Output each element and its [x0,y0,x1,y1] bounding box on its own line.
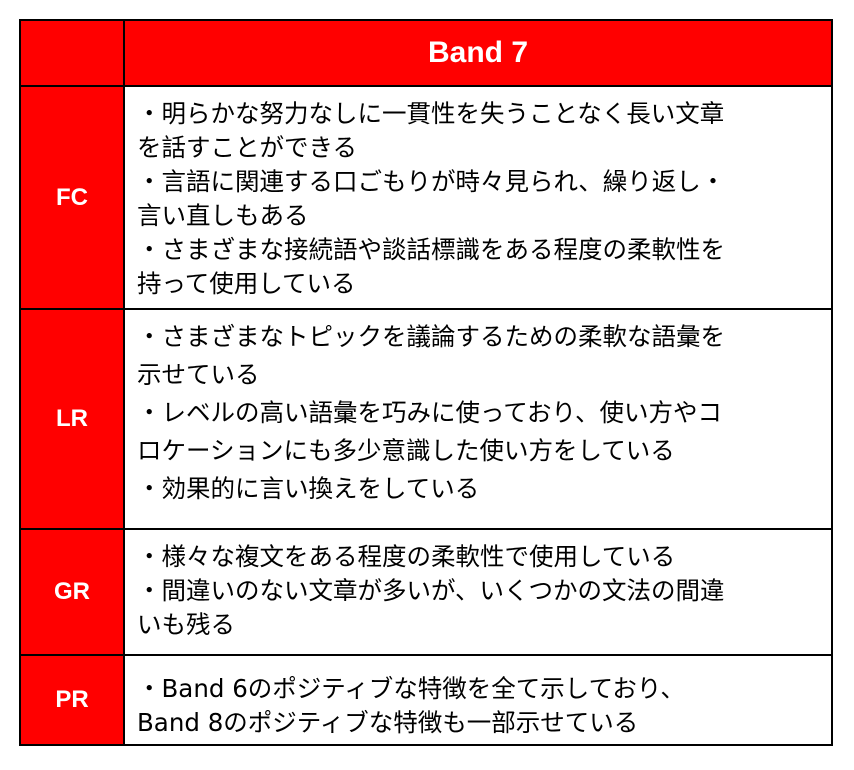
band-descriptor-table: Band 7 FC ・明らかな努力なしに一貫性を失うことなく長い文章 を話すこと… [19,19,833,746]
band-title: Band 7 [125,21,831,87]
text-line: ・レベルの高い語彙を巧みに使っており、使い方やコ [137,398,723,427]
criterion-text-pr: ・Band 6のポジティブな特徴を全て示しており、 Band 8のポジティブな特… [125,656,831,744]
text-line: ・明らかな努力なしに一貫性を失うことなく長い文章 [137,99,725,128]
text-line: Band 8のポジティブな特徴も一部示せている [137,708,639,737]
text-line: を話すことができる [137,133,358,162]
corner-cell [21,21,125,87]
text-line: 示せている [137,360,260,389]
text-line: 持って使用している [137,269,356,298]
text-line: ・Band 6のポジティブな特徴を全て示しており、 [137,674,685,703]
text-line: ・様々な複文をある程度の柔軟性で使用している [137,542,676,571]
text-line: ・さまざまな接続語や談話標識をある程度の柔軟性を [137,235,725,264]
text-line: 言い直しもある [137,201,309,230]
text-line: いも残る [137,610,235,639]
criterion-text-gr: ・様々な複文をある程度の柔軟性で使用している ・間違いのない文章が多いが、いくつ… [125,530,831,656]
text-line: ロケーションにも多少意識した使い方をしている [137,436,675,465]
criterion-label-fc: FC [21,87,125,310]
text-line: ・さまざまなトピックを議論するための柔軟な語彙を [137,322,725,351]
criterion-label-pr: PR [21,656,125,744]
criterion-text-fc: ・明らかな努力なしに一貫性を失うことなく長い文章 を話すことができる ・言語に関… [125,87,831,310]
text-line: ・言語に関連する口ごもりが時々見られ、繰り返し・ [137,167,726,196]
criterion-label-lr: LR [21,310,125,530]
criterion-label-gr: GR [21,530,125,656]
text-line: ・効果的に言い換えをしている [137,474,480,503]
text-line: ・間違いのない文章が多いが、いくつかの文法の間違 [137,576,725,605]
criterion-text-lr: ・さまざまなトピックを議論するための柔軟な語彙を 示せている ・レベルの高い語彙… [125,310,831,530]
